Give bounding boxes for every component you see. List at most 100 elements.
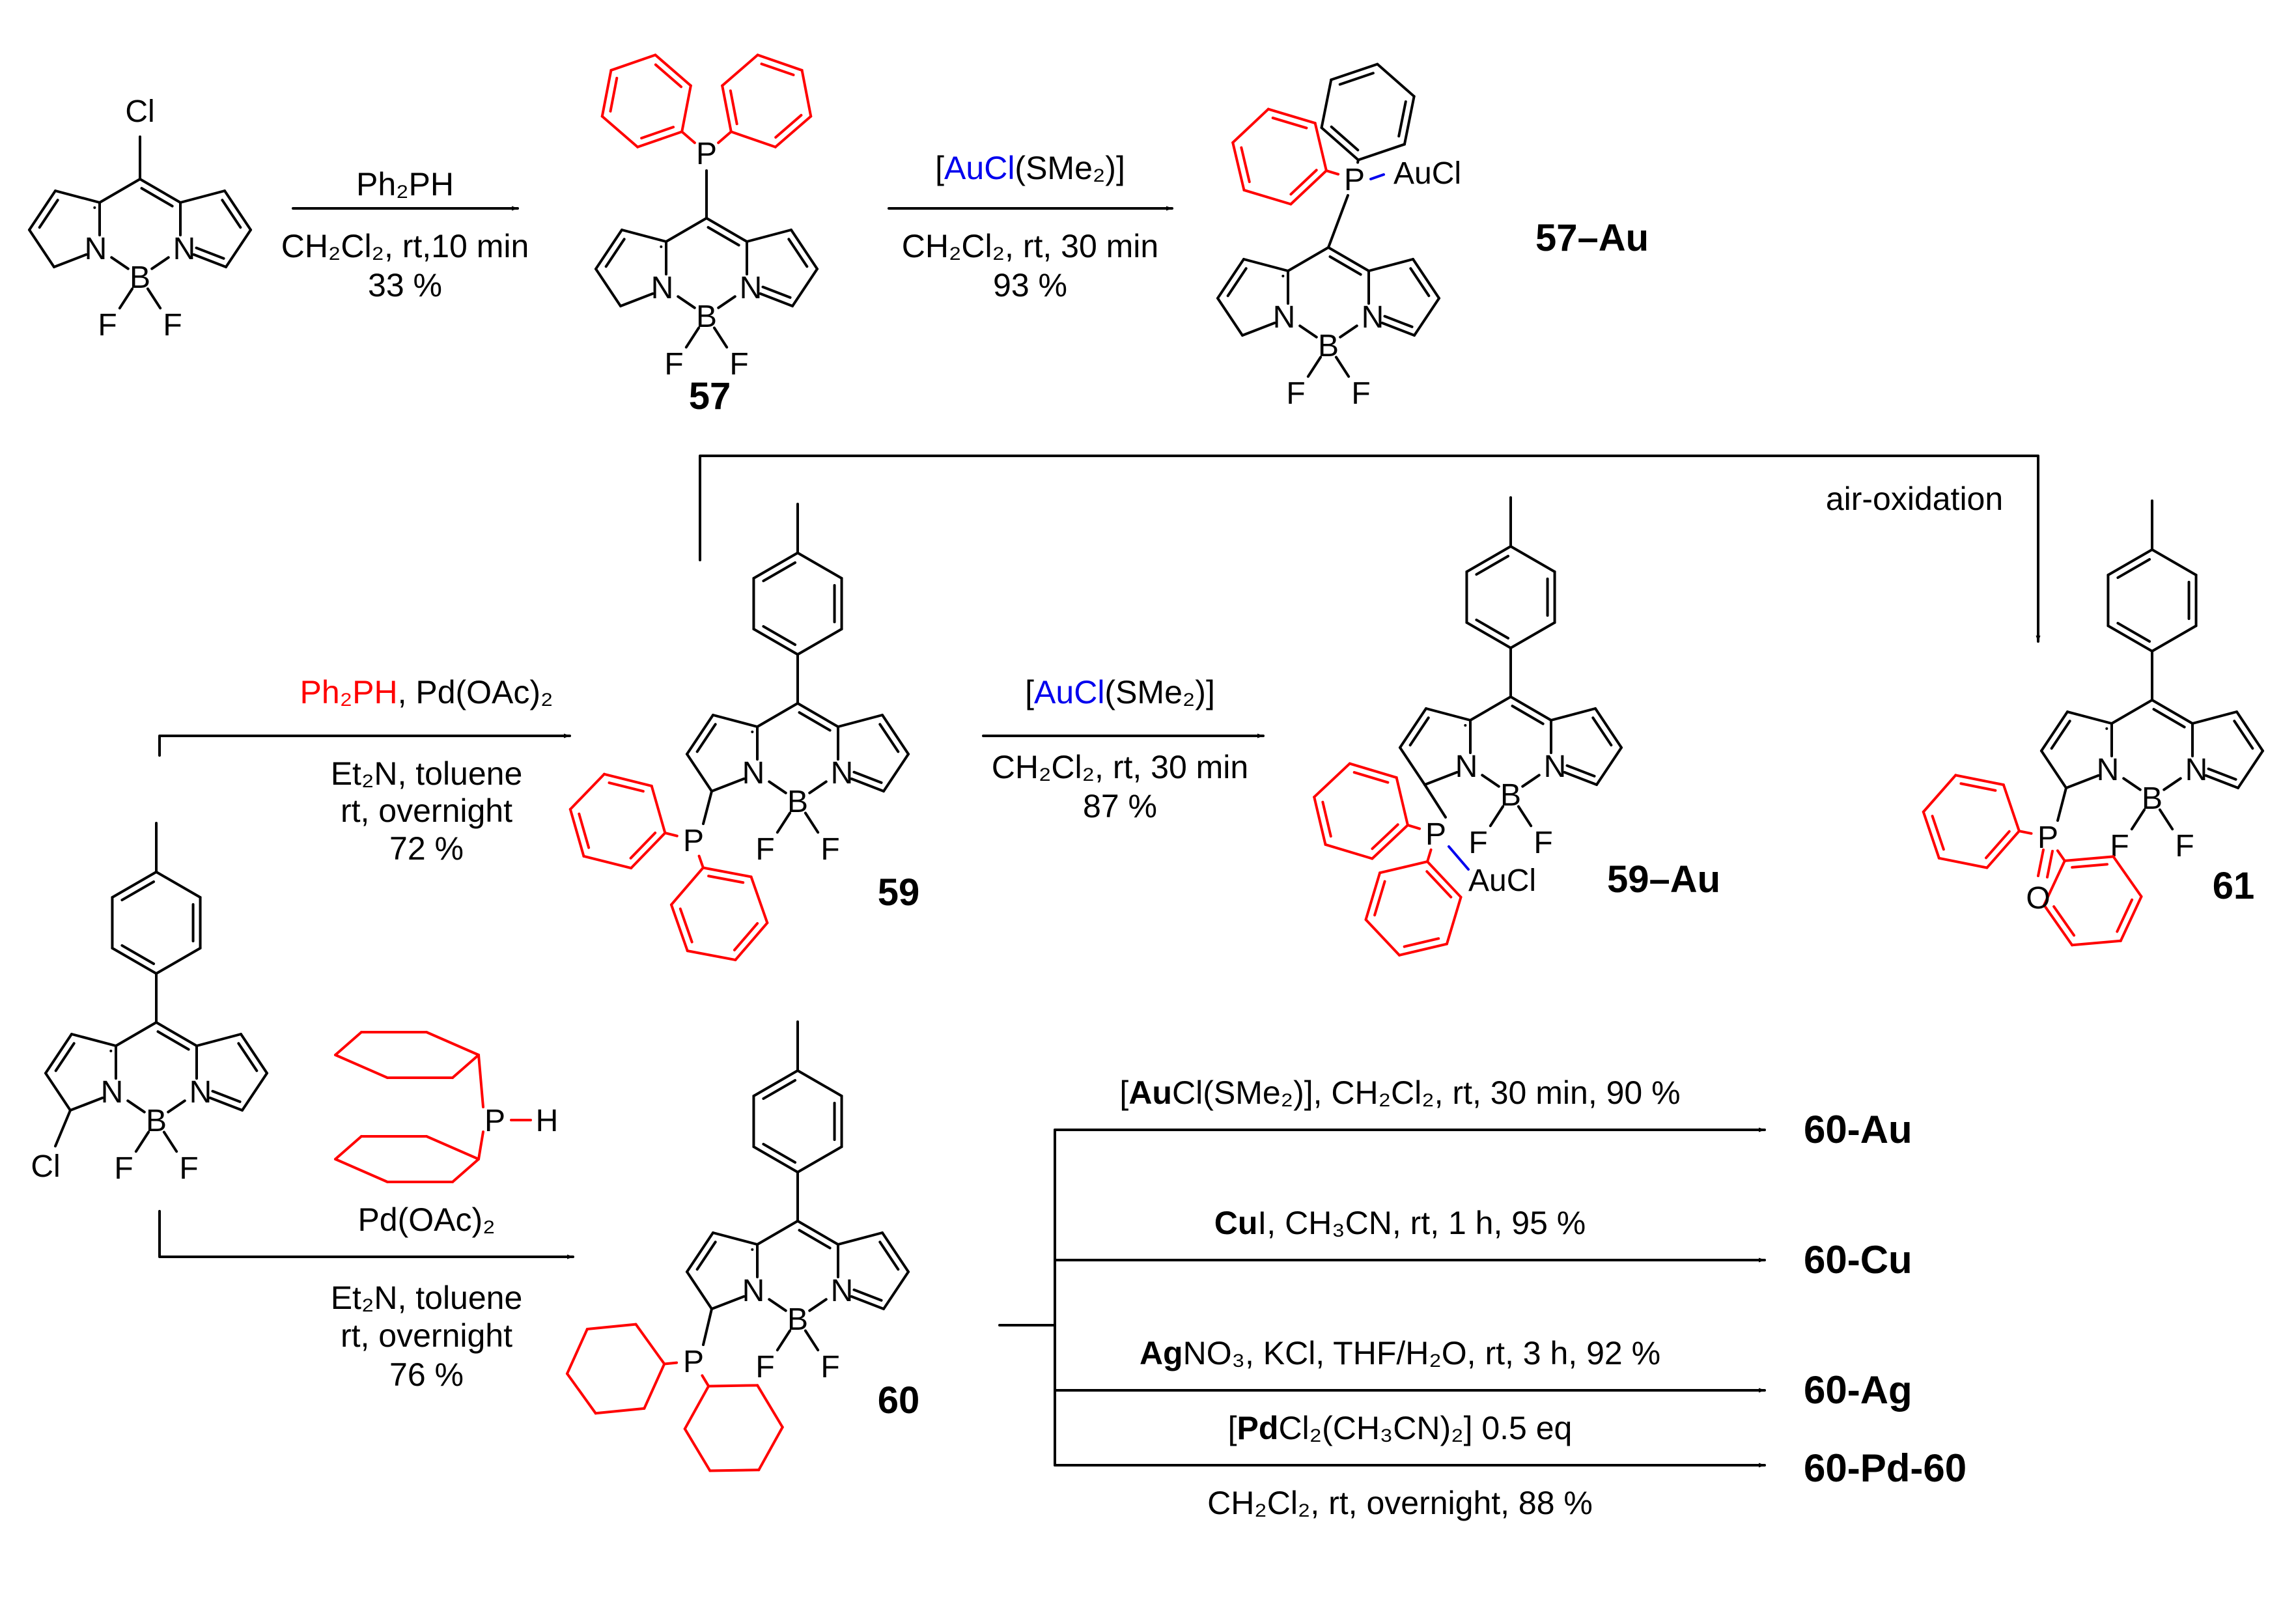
bond [729, 130, 777, 148]
bond [2040, 750, 2067, 789]
bond [695, 1241, 717, 1271]
bond [1216, 297, 1244, 337]
bond [595, 229, 623, 270]
bond [223, 189, 252, 231]
nitrogen-label: N [173, 232, 196, 266]
bond [2071, 863, 2109, 869]
phosphorus-label: P [1344, 163, 1365, 197]
bond [2050, 720, 2071, 750]
bond [2151, 548, 2198, 576]
bond [111, 947, 158, 975]
bond [643, 1362, 666, 1410]
bond [1271, 117, 1308, 130]
bond [798, 1229, 832, 1250]
bond [1521, 774, 1541, 788]
bond [608, 781, 645, 793]
bond [695, 723, 717, 753]
bond [1517, 805, 1533, 828]
bond [2207, 767, 2237, 781]
bond [2017, 830, 2033, 835]
aucl-label: AuCl [1393, 156, 1461, 191]
air-oxidation-line [699, 455, 2041, 643]
bond [677, 295, 696, 309]
bond [139, 178, 182, 204]
bond [630, 832, 667, 870]
nitrogen-label: N [742, 1274, 765, 1308]
bond [1489, 805, 1505, 828]
bond [768, 1298, 787, 1312]
bond [712, 1231, 759, 1246]
bond [787, 238, 809, 268]
bond [2107, 625, 2153, 653]
bond [1367, 258, 1414, 272]
bond [1591, 716, 1613, 747]
bond [1399, 746, 1426, 786]
bond [195, 1033, 242, 1047]
bond [1959, 782, 1997, 792]
bond [150, 256, 170, 270]
bond [2151, 625, 2198, 653]
nitrogen-label: N [2185, 753, 2208, 787]
bond [683, 1384, 710, 1431]
bond [1327, 246, 1370, 272]
bond [1289, 169, 1328, 206]
bond [701, 866, 753, 878]
bond [221, 199, 242, 229]
bond [2065, 774, 2100, 789]
bond [761, 285, 792, 299]
bond [1481, 774, 1500, 788]
bond [1226, 267, 1248, 298]
bond [1511, 705, 1545, 725]
bond [240, 1033, 268, 1074]
bond [878, 1241, 900, 1271]
phosphorus-label: P [683, 824, 704, 858]
bond [1475, 618, 1510, 640]
bond [211, 1089, 242, 1103]
bond [1423, 770, 1459, 786]
oxygen-label: O [2026, 881, 2050, 916]
nitrogen-label: N [1362, 300, 1384, 335]
bond [155, 947, 202, 975]
bond [808, 780, 828, 794]
aucl-label: AuCl [1468, 863, 1536, 898]
bond [1465, 621, 1512, 649]
bond [798, 711, 832, 732]
bond [568, 772, 606, 811]
bond [1403, 95, 1416, 146]
bond [796, 1069, 843, 1097]
bond [1328, 255, 1362, 276]
bond [167, 1099, 186, 1114]
boron-label: B [787, 1302, 808, 1337]
bond [2122, 777, 2142, 791]
bond [54, 1042, 76, 1073]
bond [882, 753, 910, 793]
conditions-60cu: CuI, CH₃CN, rt, 1 h, 95 % [1214, 1205, 1586, 1241]
bond [882, 1270, 910, 1310]
bond [702, 790, 713, 825]
bond [334, 1054, 389, 1079]
bond [679, 907, 693, 944]
bond [44, 1072, 72, 1112]
bond [1395, 776, 1409, 827]
bond [2107, 548, 2153, 576]
bond [2116, 621, 2151, 643]
bond [208, 1096, 244, 1112]
bond [733, 921, 759, 951]
bond [1379, 860, 1429, 875]
bond [697, 854, 705, 869]
bond [1406, 824, 1421, 830]
bond [701, 1374, 710, 1388]
bond [2119, 895, 2143, 942]
bond [98, 178, 141, 204]
bond [1216, 258, 1245, 300]
bond [757, 1425, 784, 1472]
bond [2233, 720, 2254, 750]
bond [192, 253, 227, 268]
bond [28, 229, 55, 268]
bond [1399, 707, 1427, 749]
